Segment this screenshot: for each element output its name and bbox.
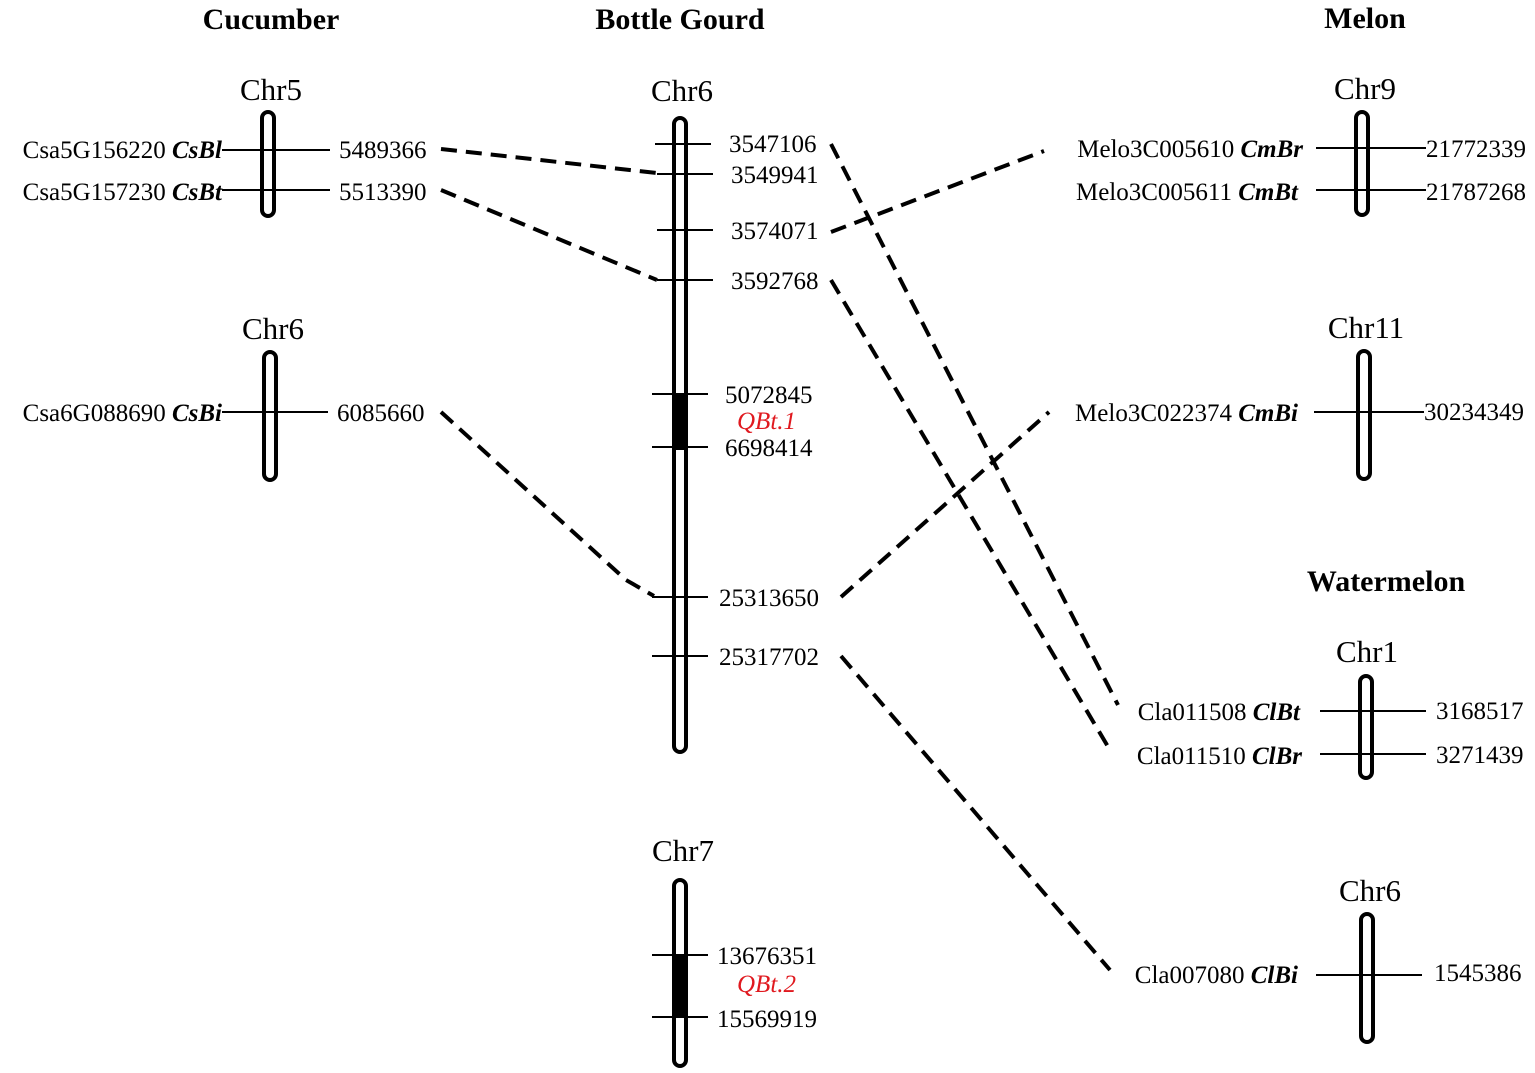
gene-label-clbt: Cla011508 ClBt bbox=[1138, 699, 1301, 726]
gene-label-clbi: Cla007080 ClBi bbox=[1135, 962, 1298, 989]
gourd-chr6-marker: 3574071 bbox=[731, 218, 819, 245]
gourd-chr7-marker: 13676351 bbox=[717, 943, 817, 970]
melon-chr11-label: Chr11 bbox=[1328, 310, 1404, 345]
watermelon-chr6-label: Chr6 bbox=[1339, 873, 1401, 908]
position-clbr: 3271439 bbox=[1436, 742, 1524, 769]
gene-symbol: CmBi bbox=[1238, 400, 1298, 427]
gene-label-cmbi: Melo3C022374 CmBi bbox=[1075, 400, 1298, 427]
gene-label-cmbr: Melo3C005610 CmBr bbox=[1077, 136, 1303, 163]
gene-symbol: ClBi bbox=[1251, 962, 1298, 989]
gene-id: Melo3C005610 bbox=[1077, 136, 1240, 163]
synteny-links bbox=[439, 143, 1120, 972]
link-csbt bbox=[440, 188, 658, 282]
gene-symbol: CsBl bbox=[172, 137, 222, 164]
position-clbi: 1545386 bbox=[1434, 960, 1522, 987]
gene-symbol: CmBt bbox=[1238, 179, 1299, 206]
watermelon-chr6 bbox=[1316, 912, 1422, 1044]
qtl-region-qbt1 bbox=[674, 393, 686, 450]
position-cmbr: 21772339 bbox=[1426, 136, 1526, 163]
gene-label-csbt: Csa5G157230 CsBt bbox=[23, 179, 223, 206]
chromosome-body bbox=[262, 350, 278, 482]
gourd-chr7-marker: 15569919 bbox=[717, 1006, 817, 1033]
gene-id: Melo3C005611 bbox=[1076, 179, 1238, 206]
gourd-chr6-marker: 25313650 bbox=[719, 585, 819, 612]
link-csbi bbox=[439, 410, 655, 598]
gene-id: Csa5G156220 bbox=[23, 137, 172, 164]
chromosome-body bbox=[260, 110, 276, 218]
position-csbt: 5513390 bbox=[339, 179, 427, 206]
gene-symbol: CsBt bbox=[172, 179, 223, 206]
qtl-region-qbt2 bbox=[674, 955, 686, 1016]
gourd-chr6-marker: 3549941 bbox=[731, 162, 819, 189]
gene-id: Cla007080 bbox=[1135, 962, 1251, 989]
gourd-chr6-marker: 25317702 bbox=[719, 644, 819, 671]
gourd-chr7 bbox=[652, 878, 708, 1068]
chromosome-body bbox=[1359, 912, 1375, 1044]
melon-chr11 bbox=[1314, 349, 1424, 481]
link-csbl bbox=[440, 147, 658, 175]
cucumber-chr5 bbox=[222, 110, 330, 218]
gene-label-cmbt: Melo3C005611 CmBt bbox=[1076, 179, 1299, 206]
chromosome-body bbox=[1356, 349, 1372, 481]
species-title-cucumber: Cucumber bbox=[203, 3, 340, 36]
watermelon-chr1 bbox=[1320, 674, 1426, 780]
link-clbr bbox=[829, 278, 1112, 752]
gene-label-csbl: Csa5G156220 CsBl bbox=[23, 137, 222, 164]
gene-symbol: CsBi bbox=[172, 400, 222, 427]
position-csbi: 6085660 bbox=[337, 400, 425, 427]
cucumber-chr6-label: Chr6 bbox=[242, 311, 304, 346]
gene-id: Csa5G157230 bbox=[23, 179, 172, 206]
gene-label-csbi: Csa6G088690 CsBi bbox=[23, 400, 222, 427]
gourd-chr6-marker: 3547106 bbox=[729, 131, 817, 158]
link-cmbi bbox=[839, 410, 1051, 599]
qtl-label-qbt1: QBt.1 bbox=[737, 408, 796, 435]
link-cmbr bbox=[830, 149, 1045, 234]
cucumber-chr5-label: Chr5 bbox=[240, 72, 302, 107]
watermelon-chr1-label: Chr1 bbox=[1336, 634, 1398, 669]
position-cmbt: 21787268 bbox=[1426, 179, 1526, 206]
melon-chr9 bbox=[1316, 110, 1426, 217]
gourd-chr6 bbox=[652, 116, 713, 754]
melon-chr9-label: Chr9 bbox=[1334, 71, 1396, 106]
position-csbl: 5489366 bbox=[339, 137, 427, 164]
species-title-bottle-gourd: Bottle Gourd bbox=[595, 3, 764, 36]
gene-id: Csa6G088690 bbox=[23, 400, 172, 427]
qtl-label-qbt2: QBt.2 bbox=[737, 971, 796, 998]
position-clbt: 3168517 bbox=[1436, 698, 1524, 725]
link-clbi bbox=[839, 654, 1112, 972]
gourd-chr6-label: Chr6 bbox=[651, 73, 713, 108]
gene-id: Cla011508 bbox=[1138, 699, 1253, 726]
gene-label-clbr: Cla011510 ClBr bbox=[1137, 743, 1302, 770]
gourd-chr6-marker: 3592768 bbox=[731, 268, 819, 295]
gourd-chr6-marker: 6698414 bbox=[725, 435, 813, 462]
gene-symbol: CmBr bbox=[1240, 136, 1303, 163]
gene-id: Cla011510 bbox=[1137, 743, 1252, 770]
species-title-melon: Melon bbox=[1324, 2, 1406, 35]
gene-symbol: ClBt bbox=[1253, 699, 1301, 726]
gourd-chr6-marker: 5072845 bbox=[725, 382, 813, 409]
gene-symbol: ClBr bbox=[1252, 743, 1302, 770]
chromosome-body bbox=[1354, 110, 1370, 217]
link-clbt bbox=[829, 143, 1120, 706]
position-cmbi: 30234349 bbox=[1424, 399, 1524, 426]
species-title-watermelon: Watermelon bbox=[1307, 565, 1466, 598]
chromosome-body bbox=[1358, 674, 1374, 780]
gene-id: Melo3C022374 bbox=[1075, 400, 1238, 427]
cucumber-chr6 bbox=[222, 350, 328, 482]
gourd-chr7-label: Chr7 bbox=[652, 833, 714, 868]
